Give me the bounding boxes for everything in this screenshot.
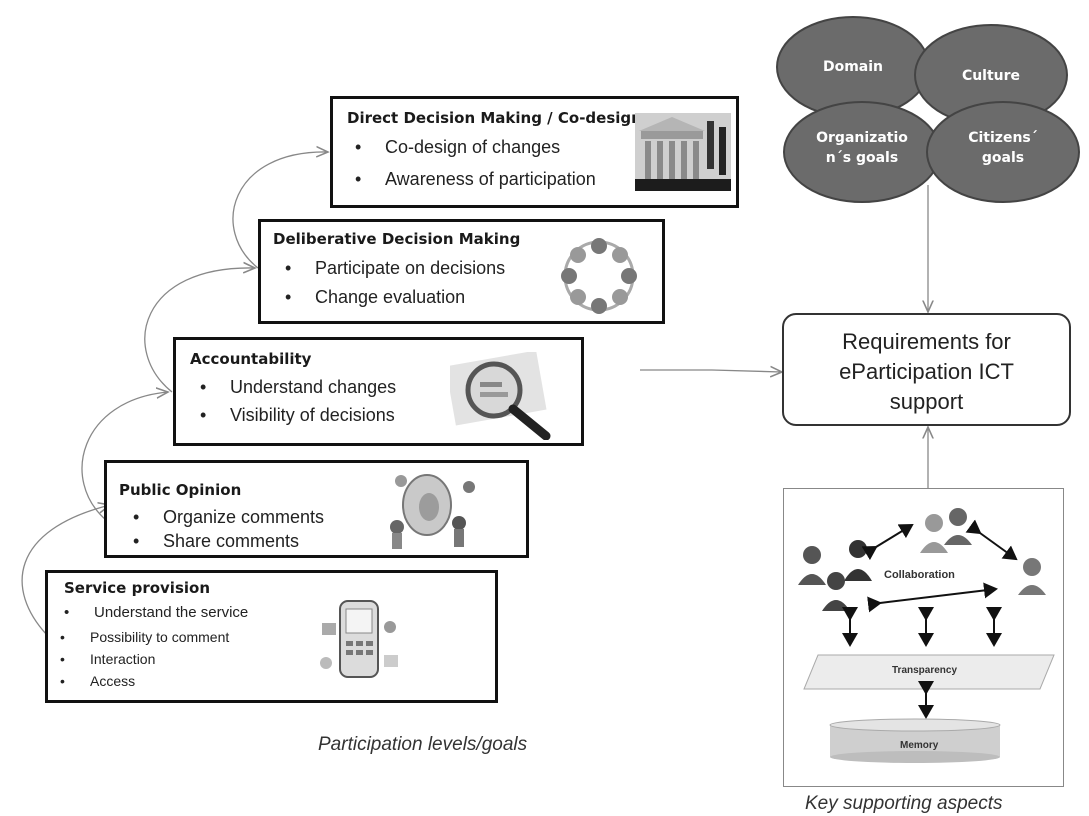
level-bullet: •Share comments [133,531,300,551]
person-icon [844,540,872,581]
supporting-aspects-drawing [798,508,1055,763]
step-arrow-3 [144,268,255,393]
supporting-aspects-panel: Collaboration Transparency Memory [783,488,1064,787]
level-bullet: •Interaction [60,651,156,667]
step-arrow-2 [81,392,168,521]
level-box-service-provision: Service provision •Understand the servic… [45,570,498,703]
person-icon [944,508,972,545]
level-bullet: •Participate on decisions [285,258,506,278]
right-caption: Key supporting aspects [805,793,1003,814]
step-arrow-1 [21,505,110,636]
oval-label-organizations-goals: Organizatio n´s goals [816,130,908,166]
person-icon [920,514,948,553]
level-box-direct-decision: Direct Decision Making / Co-design •Co-d… [330,96,739,208]
step-arrow-4 [232,152,328,269]
mobile-phone-icon [320,600,398,678]
levels-to-requirements-arrow [640,370,782,372]
level-bullet: •Co-design of changes [355,137,561,157]
level-bullet: •Possibility to comment [60,629,230,645]
memory-label: Memory [900,740,939,751]
oval-label-culture: Culture [961,68,1021,84]
left-caption: Participation levels/goals [318,734,528,755]
level-bullet: •Awareness of participation [355,169,596,189]
level-bullet: •Visibility of decisions [200,405,395,425]
level-box-public-opinion: Public Opinion •Organize comments •Share… [104,460,529,558]
oval-label-domain: Domain [822,59,884,75]
people-ear-icon [390,474,475,549]
requirements-line-3: support [889,389,964,414]
level-title: Service provision [64,579,210,597]
person-icon [822,572,850,611]
requirements-line-1: Requirements for [842,329,1011,354]
parthenon-hands-icon [635,113,731,191]
collaboration-label: Collaboration [884,569,955,581]
level-bullet: •Access [60,673,136,689]
level-box-accountability: Accountability •Understand changes •Visi… [173,337,584,446]
oval-citizens-goals [926,101,1080,203]
level-title: Accountability [190,350,312,368]
level-title: Public Opinion [119,481,242,499]
level-bullet: •Understand the service [64,604,249,621]
requirements-box: Requirements for eParticipation ICT supp… [782,313,1071,426]
level-title: Deliberative Decision Making [273,230,521,248]
level-bullet: •Change evaluation [285,287,466,307]
level-bullet: •Organize comments [133,507,325,527]
level-bullet: •Understand changes [200,377,397,397]
magnifier-chart-icon [450,352,551,440]
level-box-deliberative-decision: Deliberative Decision Making •Participat… [258,219,665,324]
level-title: Direct Decision Making / Co-design [347,109,642,127]
oval-label-citizens-goals: Citizens´ goals [968,130,1038,166]
transparency-label: Transparency [892,665,958,676]
person-icon [798,546,826,585]
circular-arrows-icon [561,238,637,314]
person-icon [1018,558,1046,595]
requirements-line-2: eParticipation ICT [839,359,1014,384]
